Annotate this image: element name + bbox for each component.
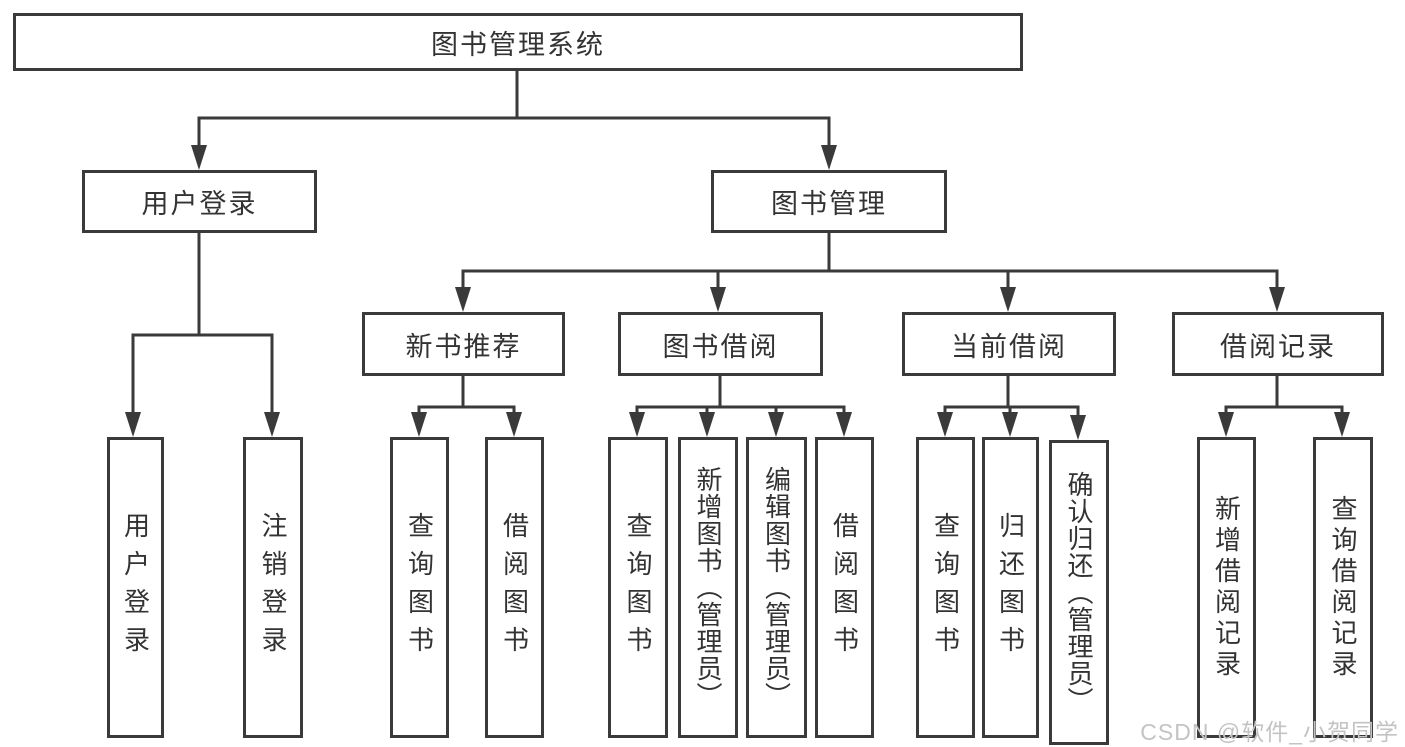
node-book-borrowing: 图书借阅 — [618, 312, 823, 376]
arrowhead — [125, 412, 141, 437]
node-new-book-recommendation-label: 新书推荐 — [405, 331, 522, 362]
connector-current-borrow — [943, 375, 1080, 422]
node-borrowing-records: 借阅记录 — [1172, 312, 1384, 376]
arrowhead — [1070, 415, 1086, 440]
node-book-borrowing-label: 图书借阅 — [662, 331, 779, 362]
leaf-return-books-label: 归还图书 — [995, 511, 1026, 664]
leaf-borrow-books-2-label: 借阅图书 — [829, 511, 860, 664]
arrowhead — [699, 412, 715, 437]
leaf-edit-books-admin-label: 编辑图书（管理员） — [761, 466, 792, 709]
node-new-book-recommendation: 新书推荐 — [362, 312, 565, 376]
node-user-login-label: 用户登录 — [141, 189, 258, 219]
leaf-query-books-3: 查询图书 — [916, 437, 975, 738]
leaf-query-books-1-label: 查询图书 — [404, 511, 435, 664]
connector-root — [197, 70, 831, 150]
leaf-borrow-books-1: 借阅图书 — [485, 437, 544, 738]
leaf-confirm-return-admin: 确认归还（管理员） — [1049, 440, 1109, 745]
leaf-user-login-label: 用户登录 — [120, 511, 151, 664]
connector-book-borrow — [635, 375, 846, 419]
leaf-query-books-2: 查询图书 — [608, 437, 668, 738]
arrowhead — [821, 145, 837, 170]
leaf-add-borrow-record-label: 新增借阅记录 — [1211, 494, 1242, 681]
node-borrowing-records-label: 借阅记录 — [1220, 331, 1336, 362]
leaf-confirm-return-admin-label: 确认归还（管理员） — [1064, 471, 1094, 714]
leaf-add-books-admin: 新增图书（管理员） — [678, 437, 738, 738]
leaf-borrow-books-2: 借阅图书 — [815, 437, 874, 738]
arrowhead — [191, 145, 207, 170]
node-book-management: 图书管理 — [711, 170, 947, 233]
arrowhead — [411, 412, 427, 437]
leaf-borrow-books-1-label: 借阅图书 — [499, 511, 530, 664]
leaf-query-borrow-record: 查询借阅记录 — [1313, 437, 1373, 738]
leaf-query-books-2-label: 查询图书 — [623, 511, 653, 664]
arrowhead — [506, 412, 522, 437]
arrowhead — [264, 412, 280, 437]
connector-book-mgmt — [461, 233, 1279, 294]
arrowhead — [836, 412, 852, 437]
leaf-query-books-1: 查询图书 — [390, 437, 449, 738]
leaf-add-borrow-record: 新增借阅记录 — [1197, 437, 1256, 738]
connector-borrow-record — [1224, 375, 1344, 419]
leaf-add-books-admin-label: 新增图书（管理员） — [693, 466, 723, 709]
node-current-borrowing-label: 当前借阅 — [951, 331, 1067, 362]
leaf-query-books-3-label: 查询图书 — [930, 511, 961, 664]
arrowhead — [455, 287, 471, 312]
leaf-logout-label: 注销登录 — [258, 511, 288, 664]
arrowhead — [768, 412, 784, 437]
node-current-borrowing: 当前借阅 — [902, 312, 1116, 376]
arrowhead — [1002, 412, 1018, 437]
leaf-return-books: 归还图书 — [982, 437, 1039, 738]
node-library-management-system: 图书管理系统 — [13, 13, 1023, 71]
arrowhead — [1334, 412, 1350, 437]
arrowhead — [1218, 412, 1234, 437]
arrowhead — [937, 412, 953, 437]
arrowhead — [1000, 287, 1016, 312]
node-book-management-label: 图书管理 — [771, 189, 887, 219]
connector-user-login — [131, 233, 274, 419]
leaf-user-login: 用户登录 — [107, 437, 164, 738]
arrowhead — [1269, 287, 1285, 312]
connector-new-book-rec — [417, 375, 516, 419]
node-user-login: 用户登录 — [82, 170, 317, 233]
node-library-management-system-label: 图书管理系统 — [431, 29, 605, 60]
arrowhead — [710, 287, 726, 312]
arrowhead — [629, 412, 645, 437]
leaf-edit-books-admin: 编辑图书（管理员） — [746, 437, 807, 738]
csdn-watermark: CSDN @软件_小贺同学 — [1140, 719, 1399, 745]
leaf-query-borrow-record-label: 查询借阅记录 — [1328, 494, 1358, 681]
leaf-logout: 注销登录 — [243, 437, 303, 738]
